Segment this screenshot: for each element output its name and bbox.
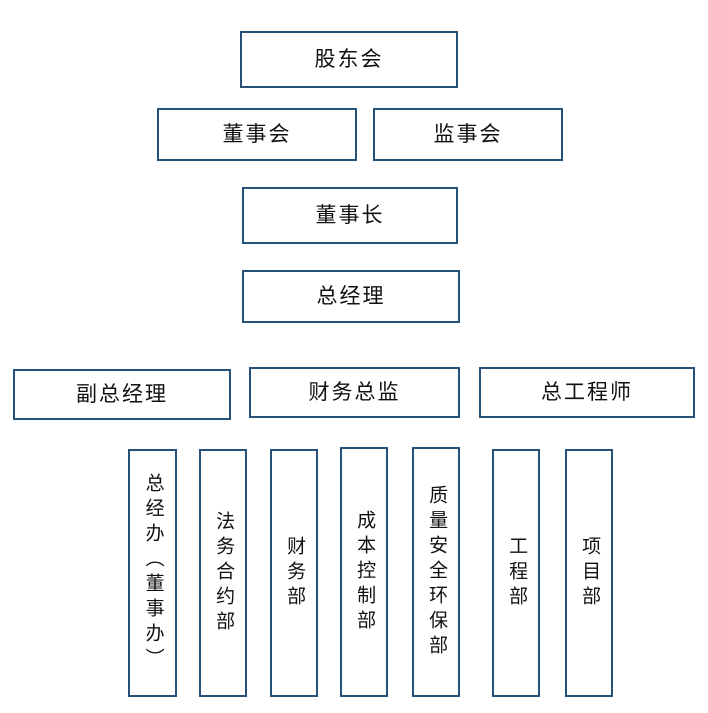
org-node-financial-director[interactable]: 财务总监 — [249, 367, 460, 418]
org-node-board-of-directors[interactable]: 董事会 — [157, 108, 357, 161]
org-node-general-manager[interactable]: 总经理 — [242, 270, 460, 323]
org-node-label: 董事会 — [222, 122, 292, 147]
org-node-label: 法务合约部 — [213, 510, 235, 636]
org-node-label: 财务部 — [284, 535, 306, 611]
org-node-engineering-dept[interactable]: 工程部 — [492, 449, 540, 697]
org-node-board-of-supervisors[interactable]: 监事会 — [373, 108, 563, 161]
org-node-project-dept[interactable]: 项目部 — [565, 449, 613, 697]
org-node-label: 副总经理 — [76, 382, 168, 407]
org-node-label: 项目部 — [579, 535, 601, 611]
org-node-label: 总经办（董事办） — [142, 473, 164, 673]
org-node-label: 股东会 — [314, 47, 384, 72]
org-node-label: 董事长 — [315, 203, 385, 228]
org-node-label: 财务总监 — [308, 380, 401, 405]
org-node-gm-office[interactable]: 总经办（董事办） — [128, 449, 177, 697]
org-node-label: 工程部 — [506, 535, 528, 611]
org-node-chairman[interactable]: 董事长 — [242, 187, 458, 244]
org-node-quality-safety-env-dept[interactable]: 质量安全环保部 — [412, 447, 460, 697]
org-node-label: 质量安全环保部 — [426, 484, 448, 660]
org-node-finance-dept[interactable]: 财务部 — [270, 449, 318, 697]
org-node-label: 监事会 — [433, 122, 503, 147]
org-node-label: 总工程师 — [541, 380, 633, 405]
org-node-deputy-general-manager[interactable]: 副总经理 — [13, 369, 231, 420]
org-node-legal-contract-dept[interactable]: 法务合约部 — [199, 449, 247, 697]
org-node-shareholders-meeting[interactable]: 股东会 — [240, 31, 458, 88]
org-node-cost-control-dept[interactable]: 成本控制部 — [340, 447, 388, 697]
org-node-chief-engineer[interactable]: 总工程师 — [479, 367, 695, 418]
org-node-label: 总经理 — [316, 284, 386, 309]
org-node-label: 成本控制部 — [354, 509, 376, 635]
